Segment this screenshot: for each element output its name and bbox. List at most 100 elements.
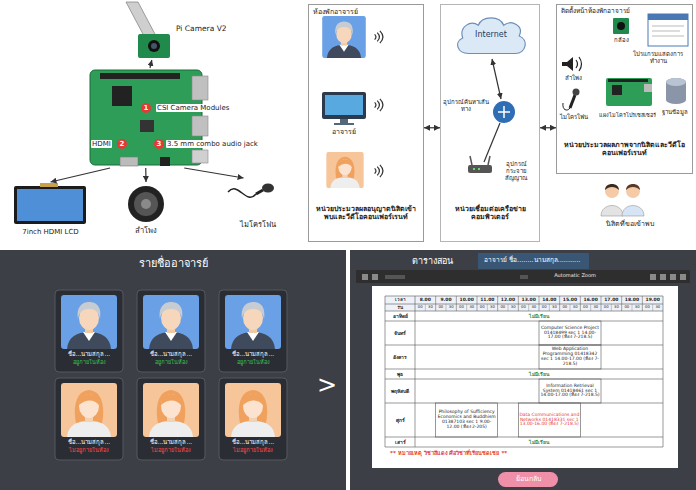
node-label: ย้อนกลับ [516, 475, 541, 483]
teacher-name: ชื่อ...นามสกุล... [55, 438, 123, 445]
part-label: อาจารย์ [318, 128, 370, 136]
connector [540, 127, 556, 128]
table-cell: 30 [570, 304, 580, 311]
node-label: 7inch HDMI LCD [8, 228, 93, 236]
table-cell: 00 [498, 304, 508, 311]
table-cell: 30 [591, 304, 601, 311]
network-figures [468, 59, 515, 173]
status-text: ไม่อยู่ภายในห้อง [219, 447, 287, 454]
timetable-screen [350, 250, 696, 490]
part-label: กล้อง [601, 36, 641, 43]
callout-number: 1 [141, 103, 151, 113]
lcd-screen: 7inch HDMI LCD [8, 182, 93, 242]
unit-title: หน่วยประมวลผลอนุญาตนิสิตเข้าพบและวีดีโอค… [313, 205, 419, 222]
table-cell: 00 [560, 304, 570, 311]
table-cell: 8.00 [415, 296, 436, 304]
table-cell: 18.00 [622, 296, 643, 304]
port-name: HDMI [91, 140, 112, 148]
table-cell: Information Retrieval System 01418461 se… [540, 379, 600, 403]
table-cell: จันทร์ [385, 321, 415, 345]
table-cell: 00 [456, 304, 466, 311]
table-cell: 30 [467, 304, 477, 311]
node-label: Internet [453, 30, 529, 40]
table-cell: ไม่มีเรียน [416, 311, 662, 321]
camera-module: Pi Camera V2 [120, 4, 238, 60]
connector [145, 168, 146, 182]
teacher-card: ชื่อ...นามสกุล... ไม่อยู่ภายในห้อง [137, 378, 205, 460]
table-cell: ศุกร์ [385, 403, 415, 437]
camera-figure [126, 2, 170, 58]
table-cell: 00 [436, 304, 446, 311]
part-label: ฐานข้อมูล [658, 108, 692, 115]
table-cell: Web Application Programming 01418342 sec… [540, 345, 600, 369]
part-label: อุปกรณ์ค้นหาเส้นทาง [443, 98, 489, 112]
screen-panel: รายชื่ออาจารย์ชื่อ...นามสกุล...อยู่ภายใน… [0, 250, 346, 490]
table-cell: 00 [601, 304, 611, 311]
port-name: CSI Camera Modules [156, 104, 230, 112]
raspberry-pi-figure [90, 70, 208, 166]
unit-panel: ติดตั้งหน้าห้องพักอาจารย์หน่วยประมวลผลภา… [556, 4, 693, 174]
table-cell: 11.00 [477, 296, 498, 304]
table-cell: ไม่มีเรียน [416, 437, 662, 447]
status-text: อยู่ภายในห้อง [55, 359, 123, 366]
teacher-card: ชื่อ...นามสกุล... อยู่ภายในห้อง [55, 290, 123, 372]
table-cell: 00 [477, 304, 487, 311]
callout-number: 2 [117, 139, 127, 149]
raspberry-pi-board: CSI Camera ModulesHDMI3.5 mm combo audio… [88, 68, 263, 168]
internet-cloud: Internet [453, 13, 529, 57]
connector [150, 60, 152, 68]
table-cell: Philosophy of Sufficiency Economics and … [437, 403, 497, 437]
teacher-card: ชื่อ...นามสกุล...อยู่ภายในห้อง [137, 290, 205, 372]
table-cell: 10.00 [456, 296, 477, 304]
status-text: ไม่อยู่ภายในห้อง [137, 447, 205, 454]
part-label: แผงไมโครโปรเซสเซอร์ [598, 112, 656, 119]
table-cell: 9.00 [436, 296, 457, 304]
node-label: ไมโครโฟน [222, 220, 294, 229]
connector [424, 127, 440, 128]
table-cell: 30 [632, 304, 642, 311]
teacher-card: ชื่อ...นามสกุล...ไม่อยู่ภายในห้อง [219, 378, 287, 460]
unit-title: หน่วยเชื่อมต่อเครือข่ายคอมพิวเตอร์ [443, 205, 537, 222]
table-cell: เสาร์ [385, 437, 415, 447]
teacher-name: ชื่อ...นามสกุล... [219, 350, 287, 357]
table-cell: 30 [653, 304, 663, 311]
table-cell: 30 [425, 304, 435, 311]
door-unit-figures [562, 14, 688, 110]
note-text: ** หมายเหตุ วิชาสีแดง คือวิชาที่เรียนชดเ… [390, 450, 670, 457]
teacher-name: ชื่อ...นามสกุล... [55, 350, 123, 357]
table-cell: 17.00 [601, 296, 622, 304]
part-label: ไมโครโฟน [554, 113, 594, 120]
student-figures [601, 184, 644, 216]
table-cell: 30 [508, 304, 518, 311]
connector [51, 168, 111, 182]
node-label: ลำโพง [118, 226, 174, 235]
callout-number: 3 [154, 139, 164, 149]
panel-heading: ห้องพักอาจารย์ [313, 8, 358, 16]
part-label: นิสิตที่ขอเข้าพบ [590, 220, 670, 228]
table-cell: 30 [529, 304, 539, 311]
table-cell: Computer Science Project 01418499 sec 1 … [540, 321, 600, 345]
teacher-card: ชื่อ...นามสกุล... อยู่ภายในห้อง [219, 290, 287, 372]
table-cell: 30 [549, 304, 559, 311]
table-cell: อาทิตย์ [385, 311, 415, 321]
table-cell: พุธ [385, 369, 415, 379]
table-cell: 13.00 [518, 296, 539, 304]
speaker-figure [128, 186, 164, 222]
table-cell: 00 [580, 304, 590, 311]
teacher-room-figures [322, 16, 383, 188]
table-cell: 00 [539, 304, 549, 311]
part-label: อุปกรณ์กระจายสัญญาณ [496, 160, 536, 182]
unit-panel: หน่วยเชื่อมต่อเครือข่ายคอมพิวเตอร์ Intern… [440, 4, 540, 242]
microphone: ไมโครโฟน [222, 178, 294, 238]
table-cell: 14.00 [539, 296, 560, 304]
table-cell: 00 [622, 304, 632, 311]
status-text: อยู่ภายในห้อง [219, 359, 287, 366]
back-button: ย้อนกลับ [498, 472, 558, 487]
teacher-name: ชื่อ...นามสกุล... [137, 438, 205, 445]
part-label: โปรแกรมแสดงการทำงาน [626, 50, 690, 64]
part-label: ลำโพง [556, 74, 590, 81]
table-cell: วัน [385, 304, 415, 311]
next-arrow: > [316, 370, 338, 400]
